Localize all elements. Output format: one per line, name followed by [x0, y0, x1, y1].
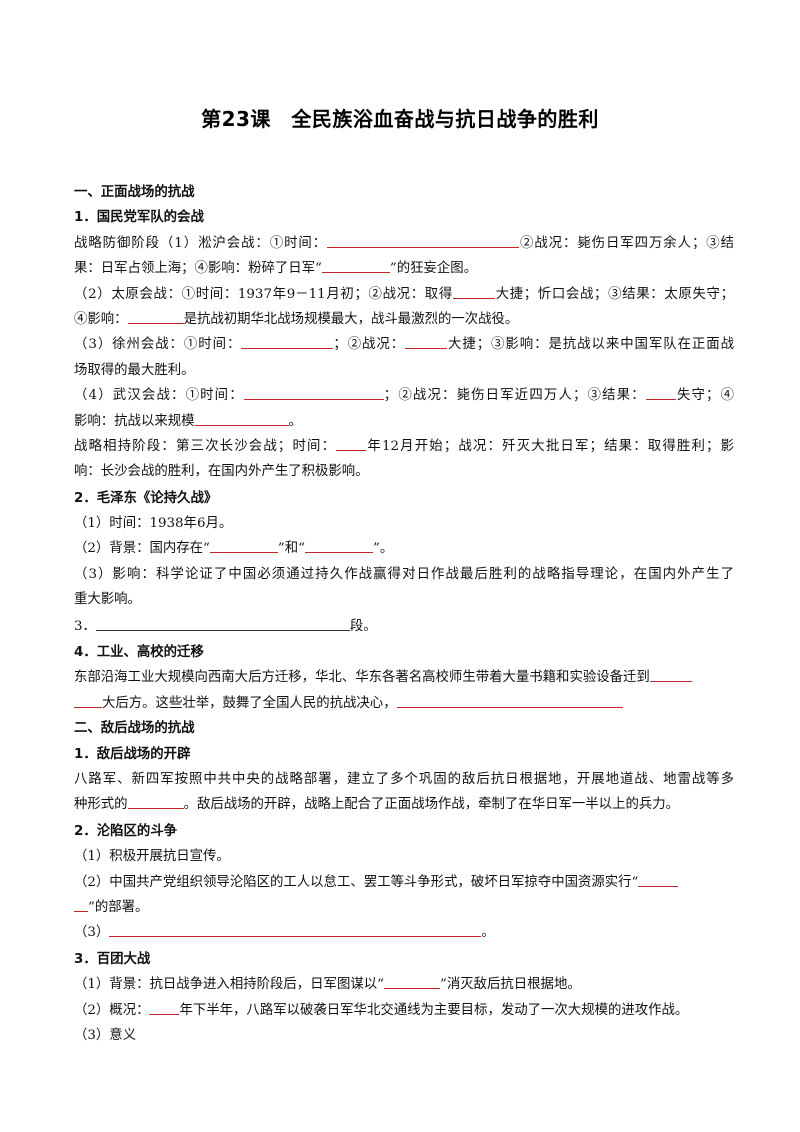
- answer-blank[interactable]: [74, 897, 88, 912]
- text-line: （1）时间：1938年6月。: [74, 516, 233, 532]
- text-line: 大后方。这些壮举，鼓舞了全国人民的抗战决心，: [74, 691, 734, 716]
- answer-blank[interactable]: [405, 334, 448, 350]
- subsection-heading-protracted-war: 2．毛泽东《论持久战》: [74, 490, 218, 506]
- text-line: ”的部署。: [74, 895, 734, 920]
- answer-blank[interactable]: [241, 334, 334, 350]
- text-line: 影响：抗战以来规模。: [74, 409, 734, 434]
- answer-blank[interactable]: [95, 616, 350, 631]
- text-line: 场取得的最大胜利。: [74, 362, 195, 378]
- answer-blank[interactable]: [109, 922, 482, 938]
- text-line: 八路军、新四军按照中共中央的战略部署，建立了多个巩固的敌后抗日根据地，开展地道战…: [74, 771, 734, 787]
- answer-blank[interactable]: [327, 233, 520, 248]
- text-line: 种形式的。敌后战场的开辟，战略上配合了正面战场作战，牵制了在华日军一半以上的兵力…: [74, 792, 734, 817]
- subsection-heading-battles: 1．国民党军队的会战: [74, 210, 204, 226]
- answer-blank[interactable]: [209, 538, 278, 554]
- text-line: 东部沿海工业大规模向西南大后方迁移，华北、华东各著名高校师生带着大量书籍和实验设…: [74, 665, 734, 690]
- answer-blank[interactable]: [321, 258, 390, 274]
- section-heading-frontline: 一、正面战场的抗战: [74, 185, 195, 200]
- answer-blank[interactable]: [127, 794, 184, 810]
- section-heading-rear: 二、敌后战场的抗战: [74, 721, 195, 737]
- subsection-heading-relocation: 4．工业、高校的迁移: [74, 645, 204, 661]
- answer-blank[interactable]: [396, 693, 623, 708]
- text-line: （2）中国共产党组织领导沦陷区的工人以怠工、罢工等斗争形式，破坏日军掠夺中国资源…: [74, 870, 734, 895]
- text-line: （1）背景：抗日战争进入相持阶段后，日军图谋以“”消灭敌后抗日根据地。: [74, 972, 734, 997]
- answer-blank[interactable]: [649, 667, 692, 683]
- page-title: 第23课 全民族浴血奋战与抗日战争的胜利: [201, 107, 599, 131]
- answer-blank[interactable]: [336, 436, 367, 451]
- answer-blank[interactable]: [304, 538, 373, 554]
- subsection-heading-occupied: 2．沦陷区的斗争: [74, 823, 178, 839]
- text-line: （2）概况：年下半年，八路军以破袭日军华北交通线为主要目标，发动了一次大规模的进…: [74, 998, 734, 1023]
- answer-blank[interactable]: [194, 411, 289, 426]
- answer-blank[interactable]: [243, 385, 384, 401]
- text-line: （3）意义: [74, 1027, 137, 1043]
- text-line: （3）。: [74, 920, 734, 945]
- worksheet-content: 一、正面战场的抗战 1．国民党军队的会战 战略防御阶段（1）淞沪会战：①时间：②…: [74, 180, 734, 1048]
- text-line: ④影响：是抗战初期华北战场规模最大，战斗最激烈的一次战役。: [74, 307, 734, 332]
- text-line: （3）徐州会战：①时间：；②战况：大捷；③影响：是抗战以来中国军队在正面战: [74, 332, 734, 357]
- answer-blank[interactable]: [149, 1000, 180, 1015]
- subsection-heading-hundred-regiments: 3．百团大战: [74, 951, 151, 967]
- answer-blank[interactable]: [74, 693, 102, 708]
- answer-blank[interactable]: [638, 872, 679, 887]
- text-line: 重大影响。: [74, 592, 141, 608]
- subsection-heading-rear-front: 1．敌后战场的开辟: [74, 746, 191, 762]
- text-line: （4）武汉会战：①时间：；②战况：毙伤日军近四万人；③结果：失守；④: [74, 383, 734, 408]
- text-line: （3）影响：科学论证了中国必须通过持久作战赢得对日作战最后胜利的战略指导理论，在…: [74, 566, 734, 582]
- text-line: （2）背景：国内存在“”和“”。: [74, 536, 734, 561]
- text-line: 战略相持阶段：第三次长沙会战；时间：年12月开始；战况：歼灭大批日军；结果：取得…: [74, 434, 734, 459]
- text-line: （2）太原会战：①时间：1937年9－11月初；②战况：取得大捷；忻口会战；③结…: [74, 282, 734, 307]
- answer-blank[interactable]: [383, 974, 440, 990]
- answer-blank[interactable]: [645, 385, 676, 401]
- answer-blank[interactable]: [127, 309, 184, 324]
- text-line: 战略防御阶段（1）淞沪会战：①时间：②战况：毙伤日军四万余人；③结: [74, 231, 734, 256]
- text-line: 3．段。: [74, 614, 734, 639]
- text-line: 果：日军占领上海；④影响：粉碎了日军“”的狂妄企图。: [74, 256, 734, 281]
- text-line: 响：长沙会战的胜利，在国内外产生了积极影响。: [74, 464, 369, 480]
- text-line: （1）积极开展抗日宣传。: [74, 849, 230, 865]
- answer-blank[interactable]: [452, 284, 495, 299]
